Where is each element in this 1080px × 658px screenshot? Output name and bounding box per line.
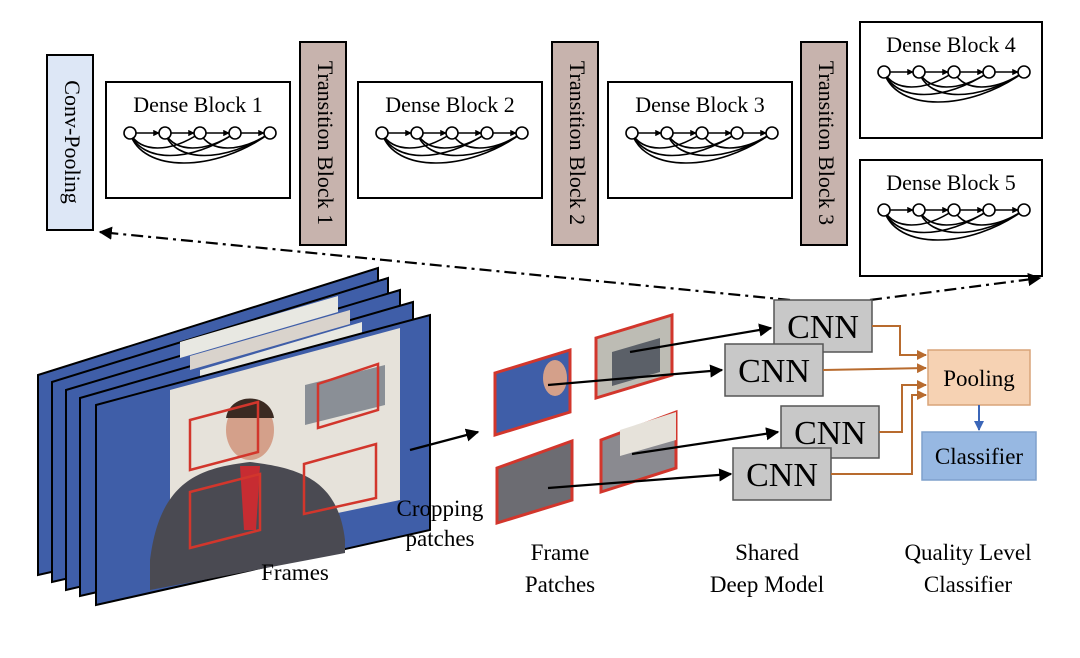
cropping-label-line1: Cropping xyxy=(397,496,484,521)
cropping-label-line2: patches xyxy=(406,526,475,551)
dense-block-4: Dense Block 4 xyxy=(859,21,1043,139)
cnn-label: CNN xyxy=(738,353,810,390)
dense-block-4-label: Dense Block 4 xyxy=(886,32,1016,57)
dense-block-5-label: Dense Block 5 xyxy=(886,170,1016,195)
transition-block-3: Transition Block 3 xyxy=(800,41,848,246)
dense-block-3-label: Dense Block 3 xyxy=(635,92,765,117)
patch xyxy=(495,438,574,526)
quality-level-label-line2: Classifier xyxy=(924,572,1012,597)
dense-block-2-label: Dense Block 2 xyxy=(385,92,515,117)
person-hair xyxy=(226,398,274,418)
patch-background xyxy=(620,412,676,456)
frame-screen xyxy=(305,365,385,425)
transition-block-1-label: Transition Block 1 xyxy=(313,61,338,225)
patch-to-cnn-arrow xyxy=(631,427,780,456)
crop-box xyxy=(188,400,260,472)
classifier-box: Classifier xyxy=(921,431,1037,481)
frame-content-strip xyxy=(180,296,338,358)
patch-face xyxy=(543,360,567,396)
transition-block-3-label: Transition Block 3 xyxy=(814,61,839,225)
pooling-box: Pooling xyxy=(927,349,1031,406)
classifier-label: Classifier xyxy=(935,444,1023,469)
cnn-box: CNN xyxy=(732,447,832,501)
expand-line-right xyxy=(869,272,1042,302)
cnn-label: CNN xyxy=(787,309,859,346)
dense-block-5: Dense Block 5 xyxy=(859,159,1043,277)
crop-box xyxy=(302,442,378,516)
dense-block-1-label: Dense Block 1 xyxy=(133,92,263,117)
cnn-label: CNN xyxy=(794,415,866,452)
frame-patches-label-line2: Patches xyxy=(525,572,595,597)
crop-box xyxy=(316,362,380,430)
patch-to-cnn-arrow xyxy=(547,468,733,490)
cnn-to-pooling-arrow xyxy=(831,390,927,475)
frames-stack xyxy=(37,266,431,607)
dense-block-3: Dense Block 3 xyxy=(607,81,793,199)
frame-content-strip xyxy=(190,310,350,370)
pooling-label: Pooling xyxy=(943,366,1015,391)
cropping-arrow xyxy=(409,428,480,452)
patch-to-cnn-arrow xyxy=(547,364,724,387)
person-tie xyxy=(240,466,260,530)
crop-box xyxy=(188,472,262,550)
cnn-to-pooling-arrow xyxy=(822,363,927,374)
frame-patches-label-line1: Frame xyxy=(531,540,590,565)
dense-block-2: Dense Block 2 xyxy=(357,81,543,199)
transition-block-1: Transition Block 1 xyxy=(299,41,347,246)
shared-model-label-line2: Deep Model xyxy=(710,572,824,597)
conv-pooling-block: Conv-Pooling xyxy=(46,54,94,231)
cnn-to-pooling-arrow xyxy=(879,380,927,433)
frame-patches xyxy=(493,312,678,526)
transition-block-2-label: Transition Block 2 xyxy=(565,61,590,225)
conv-pooling-label: Conv-Pooling xyxy=(60,80,85,203)
expand-line-left xyxy=(98,226,791,302)
patch-to-cnn-arrow xyxy=(629,323,773,354)
cnn-label: CNN xyxy=(746,457,818,494)
quality-level-label-line1: Quality Level xyxy=(904,540,1031,565)
frames-label: Frames xyxy=(261,560,329,585)
cnn-to-pooling-arrow xyxy=(872,325,927,360)
dense-block-1: Dense Block 1 xyxy=(105,81,291,199)
transition-block-2: Transition Block 2 xyxy=(551,41,599,246)
cnn-box: CNN xyxy=(724,343,824,397)
shared-model-label-line1: Shared xyxy=(735,540,799,565)
